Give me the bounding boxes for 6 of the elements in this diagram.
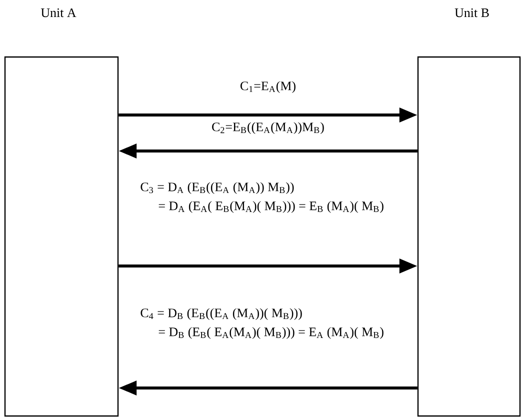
unit-heading: Unit B — [454, 8, 489, 18]
edge-label: C$_{4}$ = D$_{B}$ (E$_{B}$((E$_{A}$ (M$_{A}$))( M$_{B}$))) = D$_{B}$ (E$_{B}$( E$_{A}$(M$_{A}$)( M$_{B}$))) = E$_{A}$ (M$_{A}$)( M$_{B}$) — [140, 308, 384, 339]
unit-heading: Unit A — [40, 8, 76, 18]
edge-label: C$_{2}$=E$_{B}$((E$_{A}$(M$_{A}$))M$_{B}$) — [212, 122, 324, 134]
edge-label: C$_{3}$ = D$_{A}$ (E$_{B}$((E$_{A}$ (M$_{A}$)) M$_{B}$)) = D$_{A}$ (E$_{A}$( E$_{B}$(M$_{A}$)( M$_{B}$))) = E$_{B}$ (M$_{A}$)( M$_{B}$) — [140, 182, 384, 213]
edge-label: C$_{1}$=E$_{A}$(M) — [240, 81, 296, 93]
